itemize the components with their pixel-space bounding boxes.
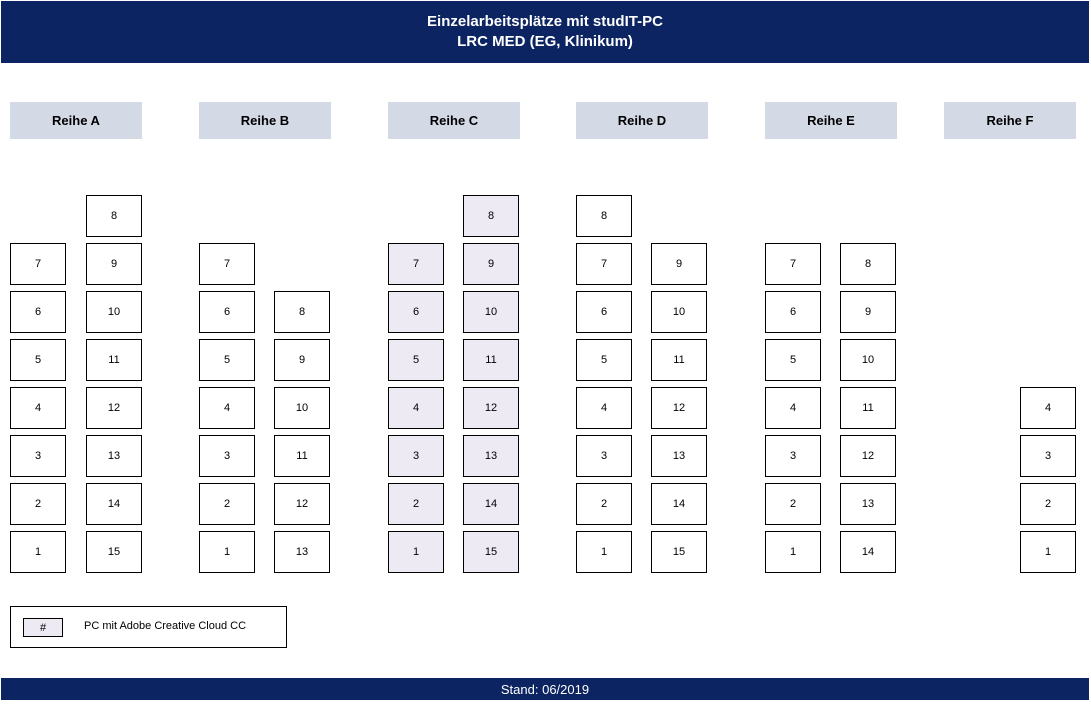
seat-reihe-c-6: 6 [388, 291, 444, 333]
seat-reihe-e-14: 14 [840, 531, 896, 573]
seat-reihe-d-5: 5 [576, 339, 632, 381]
seat-reihe-b-10: 10 [274, 387, 330, 429]
seat-reihe-c-3: 3 [388, 435, 444, 477]
seat-reihe-c-1: 1 [388, 531, 444, 573]
seat-reihe-b-11: 11 [274, 435, 330, 477]
seat-reihe-b-5: 5 [199, 339, 255, 381]
seat-reihe-b-6: 6 [199, 291, 255, 333]
seat-reihe-d-9: 9 [651, 243, 707, 285]
seat-reihe-e-3: 3 [765, 435, 821, 477]
seat-reihe-a-10: 10 [86, 291, 142, 333]
seat-reihe-c-8: 8 [463, 195, 519, 237]
seat-reihe-d-14: 14 [651, 483, 707, 525]
legend: # PC mit Adobe Creative Cloud CC [10, 606, 287, 648]
seat-reihe-d-8: 8 [576, 195, 632, 237]
seat-reihe-f-1: 1 [1020, 531, 1076, 573]
seat-reihe-b-12: 12 [274, 483, 330, 525]
seat-reihe-d-6: 6 [576, 291, 632, 333]
page-header: Einzelarbeitsplätze mit studIT-PC LRC ME… [1, 1, 1089, 63]
seat-reihe-d-13: 13 [651, 435, 707, 477]
seat-reihe-a-1: 1 [10, 531, 66, 573]
seat-reihe-d-4: 4 [576, 387, 632, 429]
seat-reihe-b-3: 3 [199, 435, 255, 477]
seat-reihe-a-3: 3 [10, 435, 66, 477]
seat-reihe-b-4: 4 [199, 387, 255, 429]
seat-reihe-c-7: 7 [388, 243, 444, 285]
footer: Stand: 06/2019 [1, 678, 1089, 700]
seat-reihe-d-15: 15 [651, 531, 707, 573]
seat-reihe-e-5: 5 [765, 339, 821, 381]
seat-reihe-a-15: 15 [86, 531, 142, 573]
seat-reihe-a-2: 2 [10, 483, 66, 525]
row-header-reihe-d: Reihe D [576, 102, 708, 139]
seat-reihe-f-4: 4 [1020, 387, 1076, 429]
page-subtitle: LRC MED (EG, Klinikum) [457, 33, 633, 50]
seat-reihe-a-14: 14 [86, 483, 142, 525]
seat-reihe-e-12: 12 [840, 435, 896, 477]
seat-reihe-d-11: 11 [651, 339, 707, 381]
seat-reihe-b-9: 9 [274, 339, 330, 381]
seat-reihe-d-2: 2 [576, 483, 632, 525]
seat-reihe-a-6: 6 [10, 291, 66, 333]
seat-reihe-e-1: 1 [765, 531, 821, 573]
seat-reihe-f-2: 2 [1020, 483, 1076, 525]
seat-reihe-d-3: 3 [576, 435, 632, 477]
legend-label: PC mit Adobe Creative Cloud CC [84, 620, 247, 632]
seat-reihe-c-9: 9 [463, 243, 519, 285]
seat-reihe-e-11: 11 [840, 387, 896, 429]
seat-reihe-b-7: 7 [199, 243, 255, 285]
row-header-reihe-f: Reihe F [944, 102, 1076, 139]
seat-reihe-a-7: 7 [10, 243, 66, 285]
seat-reihe-a-5: 5 [10, 339, 66, 381]
row-header-reihe-b: Reihe B [199, 102, 331, 139]
seat-reihe-a-11: 11 [86, 339, 142, 381]
seat-reihe-e-9: 9 [840, 291, 896, 333]
seat-reihe-c-12: 12 [463, 387, 519, 429]
seat-reihe-d-1: 1 [576, 531, 632, 573]
seat-reihe-c-15: 15 [463, 531, 519, 573]
seat-reihe-e-4: 4 [765, 387, 821, 429]
seat-reihe-e-8: 8 [840, 243, 896, 285]
seat-reihe-e-13: 13 [840, 483, 896, 525]
seat-reihe-a-8: 8 [86, 195, 142, 237]
page-title: Einzelarbeitsplätze mit studIT-PC [427, 13, 663, 30]
seat-reihe-a-12: 12 [86, 387, 142, 429]
seat-reihe-c-14: 14 [463, 483, 519, 525]
seat-reihe-e-7: 7 [765, 243, 821, 285]
seat-reihe-b-2: 2 [199, 483, 255, 525]
seat-reihe-d-10: 10 [651, 291, 707, 333]
seat-reihe-c-11: 11 [463, 339, 519, 381]
seat-reihe-c-13: 13 [463, 435, 519, 477]
seat-reihe-a-9: 9 [86, 243, 142, 285]
seat-reihe-a-13: 13 [86, 435, 142, 477]
seat-reihe-c-10: 10 [463, 291, 519, 333]
row-header-reihe-c: Reihe C [388, 102, 520, 139]
row-header-reihe-e: Reihe E [765, 102, 897, 139]
seat-reihe-e-6: 6 [765, 291, 821, 333]
legend-adobe-swatch: # [23, 618, 63, 637]
seat-reihe-d-7: 7 [576, 243, 632, 285]
seat-reihe-e-10: 10 [840, 339, 896, 381]
seat-reihe-c-4: 4 [388, 387, 444, 429]
seat-reihe-c-5: 5 [388, 339, 444, 381]
footer-date: Stand: 06/2019 [500, 681, 590, 697]
row-header-reihe-a: Reihe A [10, 102, 142, 139]
seat-reihe-b-8: 8 [274, 291, 330, 333]
seat-reihe-a-4: 4 [10, 387, 66, 429]
seat-reihe-f-3: 3 [1020, 435, 1076, 477]
seat-reihe-e-2: 2 [765, 483, 821, 525]
seat-reihe-b-13: 13 [274, 531, 330, 573]
seat-reihe-b-1: 1 [199, 531, 255, 573]
seat-reihe-c-2: 2 [388, 483, 444, 525]
seat-reihe-d-12: 12 [651, 387, 707, 429]
